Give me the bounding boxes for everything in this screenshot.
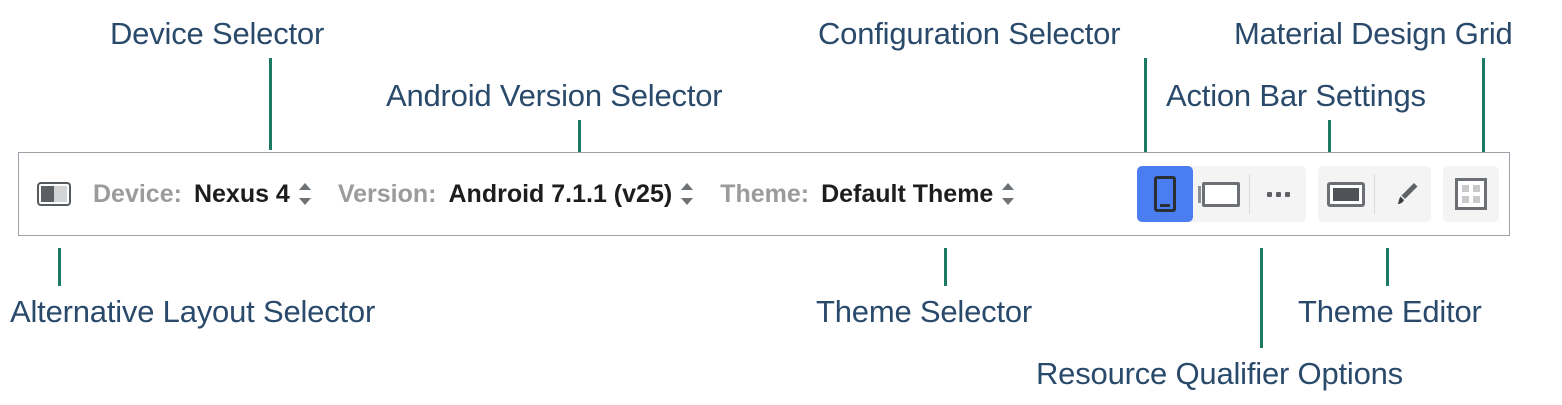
grid-icon: [1455, 178, 1487, 210]
android-version-selector[interactable]: Version: Android 7.1.1 (v25): [338, 180, 694, 209]
annotation-android-version-selector: Android Version Selector: [386, 78, 723, 113]
annotation-configuration-selector: Configuration Selector: [818, 16, 1121, 51]
leader-line-theme-editor: [1386, 248, 1389, 286]
theme-value: Default Theme: [821, 179, 994, 208]
version-value: Android 7.1.1 (v25): [448, 179, 673, 208]
annotation-device-selector: Device Selector: [110, 16, 325, 51]
material-design-grid-group: [1443, 166, 1499, 222]
paintbrush-icon: [1397, 183, 1418, 204]
leader-line-resource-qualifier-options: [1260, 248, 1263, 348]
action-bar-theme-group: [1318, 166, 1431, 222]
leader-line-theme-selector: [944, 248, 947, 286]
device-value: Nexus 4: [193, 179, 290, 208]
alt-layout-left-pane: [41, 186, 54, 202]
leader-line-alternative-layout-selector: [58, 248, 61, 286]
theme-label: Theme:: [720, 179, 810, 208]
leader-line-material-design-grid: [1482, 58, 1485, 188]
leader-line-device-selector: [269, 58, 272, 150]
annotation-theme-editor: Theme Editor: [1298, 294, 1482, 329]
theme-stepper-icon[interactable]: [1002, 181, 1015, 207]
annotation-theme-selector: Theme Selector: [816, 294, 1033, 329]
device-selector[interactable]: Device: Nexus 4: [93, 180, 312, 209]
alt-layout-right-pane: [54, 186, 67, 202]
portrait-phone-button[interactable]: [1137, 166, 1193, 222]
device-label: Device:: [93, 179, 182, 208]
action-bar-icon: [1327, 181, 1365, 207]
landscape-tablet-button[interactable]: [1193, 166, 1249, 222]
group-separator-2: [1374, 174, 1375, 214]
action-bar-settings-button[interactable]: [1318, 166, 1374, 222]
annotation-material-design-grid: Material Design Grid: [1234, 16, 1513, 51]
configuration-toolbar: Device: Nexus 4 Version: Android 7.1.1 (…: [18, 152, 1510, 236]
resource-qualifier-options-button[interactable]: [1250, 166, 1306, 222]
group-separator-1: [1249, 174, 1250, 214]
ellipsis-icon: [1266, 191, 1290, 197]
version-label: Version:: [337, 179, 437, 208]
leader-line-action-bar-settings: [1328, 120, 1331, 182]
annotation-resource-qualifier-options: Resource Qualifier Options: [1036, 356, 1403, 391]
version-stepper-icon[interactable]: [681, 181, 694, 207]
theme-editor-button[interactable]: [1375, 166, 1431, 222]
material-design-grid-button[interactable]: [1443, 166, 1499, 222]
phone-icon: [1154, 176, 1176, 212]
theme-selector[interactable]: Theme: Default Theme: [720, 180, 1015, 209]
configuration-selector-group: [1137, 166, 1306, 222]
annotation-action-bar-settings: Action Bar Settings: [1166, 78, 1426, 113]
leader-line-configuration-selector: [1144, 58, 1147, 180]
annotation-alternative-layout-selector: Alternative Layout Selector: [10, 294, 376, 329]
device-stepper-icon[interactable]: [298, 181, 312, 207]
alternative-layout-icon[interactable]: [37, 182, 71, 206]
landscape-tablet-icon: [1198, 181, 1240, 207]
